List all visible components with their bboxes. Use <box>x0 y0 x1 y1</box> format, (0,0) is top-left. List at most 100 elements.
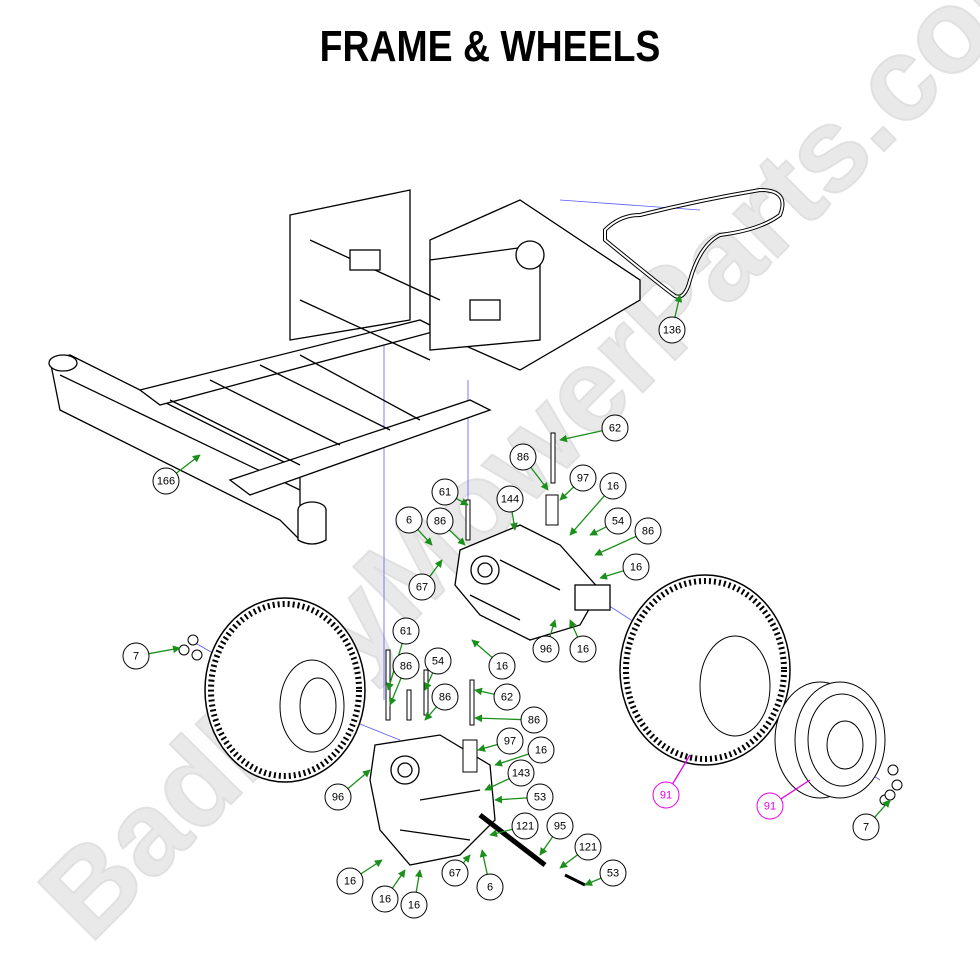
callout-nut: 16 <box>494 736 555 767</box>
callout-label: 16 <box>607 481 619 493</box>
callout-bubble <box>526 783 554 811</box>
callout-label: 91 <box>764 801 776 813</box>
leader-line <box>599 570 624 580</box>
leader-line <box>448 529 466 546</box>
callout-bubble <box>431 478 459 506</box>
leader-line <box>874 799 891 818</box>
callout-spring: 121 <box>489 812 539 840</box>
callout-bubble <box>599 859 627 887</box>
callout-main-frame: 166 <box>152 454 201 495</box>
callout-label: 136 <box>663 325 681 337</box>
callout-bubble <box>601 414 629 442</box>
callout-bubble <box>507 759 535 787</box>
callout-bubble <box>527 736 555 764</box>
callout-nut: 6 <box>476 849 504 901</box>
callout-bolt: 61 <box>431 478 469 506</box>
leader-line <box>539 836 554 856</box>
leader-line <box>530 466 549 491</box>
callout-transmission-left: 143 <box>484 759 535 791</box>
callout-nut: 16 <box>569 619 597 663</box>
right-tire <box>619 574 791 766</box>
page-title: FRAME & WHEELS <box>319 22 661 71</box>
left-tire <box>204 597 366 783</box>
leader-line <box>479 849 488 875</box>
callout-bubble <box>509 443 537 471</box>
callout-bubble <box>652 781 680 809</box>
callout-label: 6 <box>487 882 493 894</box>
callout-label: 86 <box>642 526 654 538</box>
leader-line <box>462 854 471 864</box>
callout-label: 7 <box>133 651 139 663</box>
callout-label: 97 <box>577 473 589 485</box>
callout-bubble <box>336 867 364 895</box>
callout-label: 16 <box>630 562 642 574</box>
callout-label: 6 <box>406 515 412 527</box>
callout-label: 95 <box>554 821 566 833</box>
callout-bolt: 62 <box>559 414 629 443</box>
callout-bolt: 54 <box>589 507 632 536</box>
callout-label: 96 <box>332 792 344 804</box>
callout-bubble <box>392 617 420 645</box>
callout-bubble <box>400 891 428 919</box>
callout-bubble <box>756 792 784 820</box>
callout-bubble <box>324 783 352 811</box>
callout-bubble <box>511 812 539 840</box>
callout-rod: 95 <box>539 812 574 856</box>
leader-line <box>429 559 443 577</box>
leader-line <box>584 877 602 886</box>
callout-bubble <box>604 507 632 535</box>
callout-label: 121 <box>579 842 597 854</box>
callout-label: 16 <box>344 876 356 888</box>
callout-bolt: 62 <box>474 683 521 711</box>
callout-bubble <box>408 573 436 601</box>
leader-line <box>148 645 181 655</box>
leader-line <box>474 687 495 696</box>
leader-line <box>780 779 811 800</box>
leader-line <box>474 714 522 723</box>
callout-label: 62 <box>501 692 513 704</box>
leader-line <box>559 486 575 501</box>
callout-label: 16 <box>577 644 589 656</box>
callout-bubble <box>569 464 597 492</box>
callout-bubble <box>546 812 574 840</box>
callout-label: 86 <box>434 516 446 528</box>
callout-spacer: 97 <box>477 727 524 755</box>
leader-line <box>414 869 423 893</box>
main-frame <box>48 189 641 545</box>
callout-bubble <box>496 485 524 513</box>
leader-line <box>569 495 605 536</box>
callout-spring: 121 <box>559 833 602 869</box>
callout-bubble <box>520 706 548 734</box>
callout-drive-belt: 136 <box>658 294 686 344</box>
callout-bubble <box>395 506 423 534</box>
callout-label: 16 <box>496 661 508 673</box>
leader-line <box>674 294 683 318</box>
callout-bolt: 53 <box>494 783 554 811</box>
callout-lug-nut: 7 <box>122 642 181 670</box>
leader-line <box>569 619 579 638</box>
callout-label: 144 <box>501 494 519 506</box>
leader-line <box>489 828 513 838</box>
callout-bolt: 54 <box>424 647 452 691</box>
callout-label: 86 <box>439 692 451 704</box>
callout-bubble <box>622 553 650 581</box>
callout-nut: 16 <box>371 869 406 913</box>
leader-line <box>417 529 433 546</box>
callout-label: 96 <box>540 644 552 656</box>
callout-nut: 6 <box>395 506 433 546</box>
leader-line <box>589 526 607 536</box>
transmission-right <box>454 524 611 641</box>
callout-label: 61 <box>439 487 451 499</box>
callout-label: 54 <box>432 656 444 668</box>
callout-spacer: 97 <box>559 464 597 501</box>
callout-label: 53 <box>607 868 619 880</box>
leader-line <box>494 795 528 804</box>
leader-line <box>424 672 434 691</box>
leader-line <box>477 743 498 752</box>
callout-label: 86 <box>528 715 540 727</box>
callout-label: 16 <box>408 900 420 912</box>
leader-line <box>549 619 557 637</box>
callout-nut: 16 <box>400 869 428 919</box>
leader-line <box>389 677 402 706</box>
